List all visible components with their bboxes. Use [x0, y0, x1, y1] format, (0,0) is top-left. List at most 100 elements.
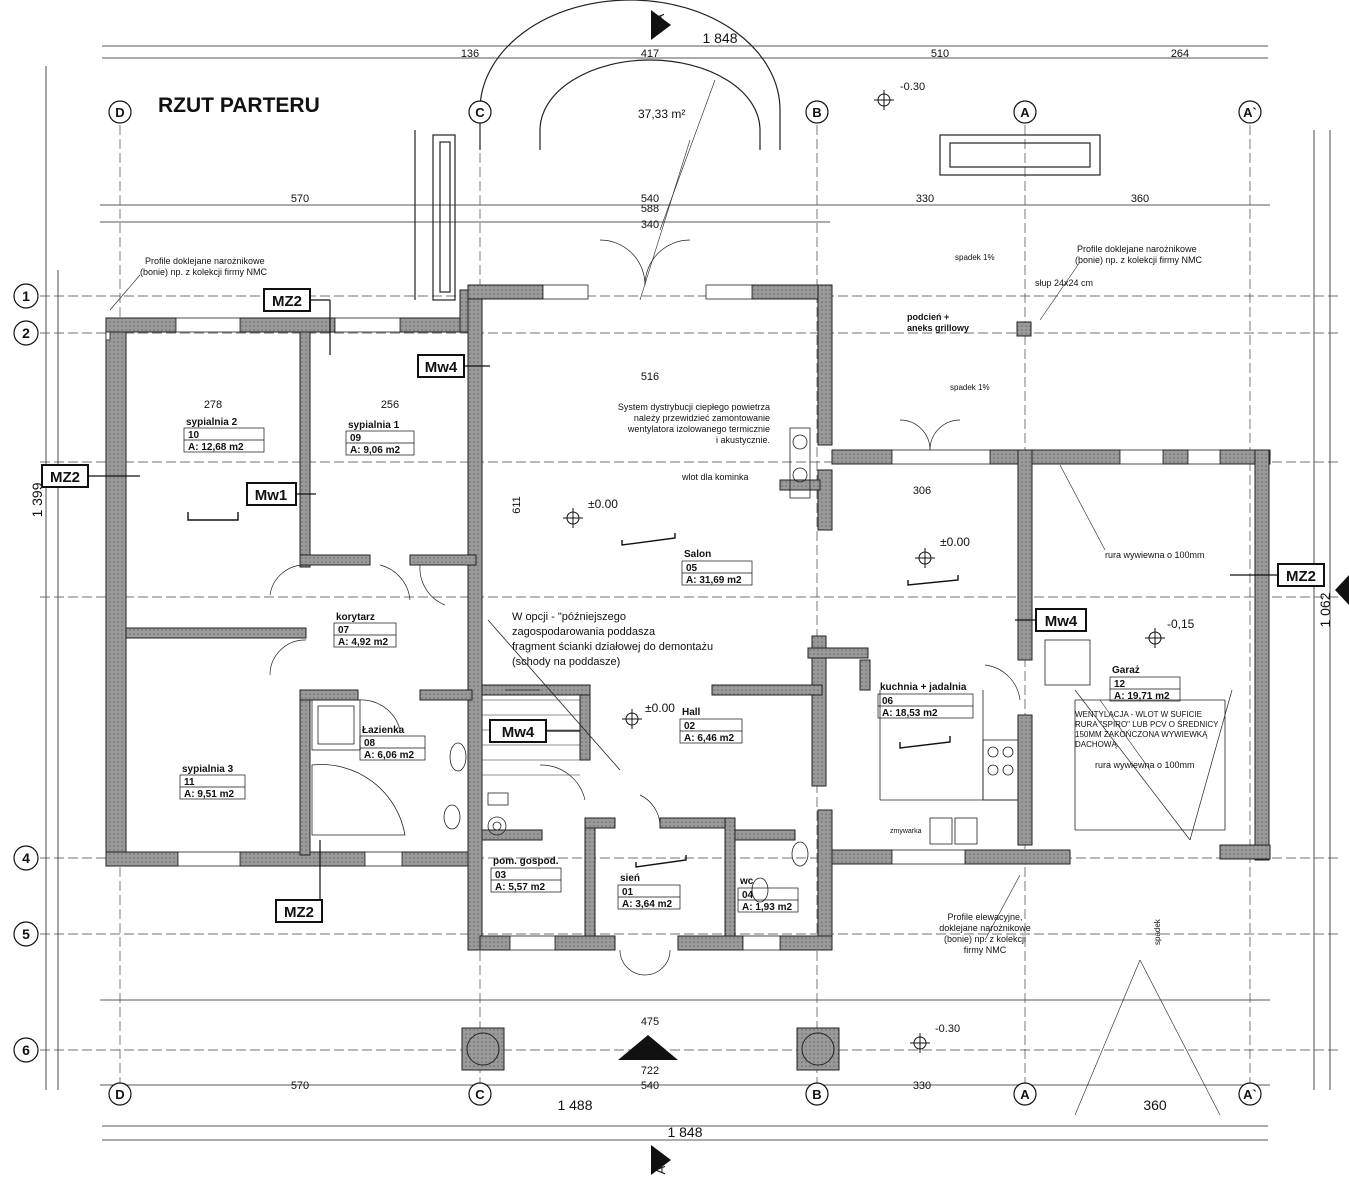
tag-mz2-bottom: MZ2: [284, 904, 314, 921]
room-area: A: 6,06 m2: [364, 750, 414, 761]
top-dim-1: 136: [461, 48, 479, 60]
terrace-arch: [414, 0, 1101, 301]
level-salon: ±0.00: [588, 497, 618, 511]
dim-570-bottom: 570: [291, 1080, 309, 1092]
note-system-3: wentylatora izolowanego termicznie: [627, 424, 770, 434]
room-name: korytarz: [336, 612, 375, 623]
tag-mw4-mid: Mw4: [502, 724, 535, 741]
overall-width-top: 1 848: [702, 30, 737, 46]
room-sypialnia-2: sypialnia 2 10 A: 12,68 m2: [183, 417, 265, 453]
note-rura-1: rura wywiewna o 100mm: [1105, 550, 1205, 560]
axis-label-2: 2: [22, 325, 30, 341]
axis-label-B: B: [812, 105, 821, 120]
note-profile-right-2: (bonie) np. z kolekcji firmy NMC: [1075, 255, 1203, 265]
note-rura-2: rura wywiewna o 100mm: [1095, 760, 1195, 770]
dim-570: 570: [291, 193, 309, 205]
dim-516: 516: [641, 371, 659, 383]
room-kuchnia: kuchnia + jadalnia 06 A: 18,53 m2: [877, 682, 974, 719]
leader-lines: [109, 79, 1221, 1116]
axis-label-A2: A`: [1243, 105, 1257, 120]
note-spadek-1: spadek 1%: [955, 253, 995, 262]
note-spadek-3: spadek: [1153, 918, 1162, 945]
room-number: 09: [350, 433, 362, 444]
axis-bubble-B: [805, 100, 829, 124]
tag-mz2-left: MZ2: [50, 469, 80, 486]
room-name: Salon: [684, 549, 711, 560]
dim-540-bottom: 540: [641, 1080, 659, 1092]
note-system-2: należy przewidzieć zamontowanie: [634, 413, 770, 423]
room-arrows: [187, 512, 959, 868]
top-dim-4: 264: [1171, 48, 1189, 60]
note-profile-right-1: Profile doklejane narożnikowe: [1077, 244, 1197, 254]
room-pom-gospod: pom. gospod. 03 A: 5,57 m2: [490, 856, 562, 893]
dim-611: 611: [511, 496, 523, 514]
room-salon: Salon 05 A: 31,69 m2: [681, 549, 753, 586]
room-area: A: 18,53 m2: [882, 708, 938, 719]
axis-label-6: 6: [22, 1042, 30, 1058]
room-number: 12: [1114, 679, 1126, 690]
note-elew-3: (bonie) np. z kolekcji: [944, 934, 1026, 944]
axis-bubble-A2: [1238, 100, 1262, 124]
overall-width-bottom: 1 848: [667, 1124, 702, 1140]
bottom-right-dim: 360: [1143, 1097, 1167, 1113]
axis-bubble-A: [1013, 100, 1037, 124]
section-arrow-bottom: [651, 1145, 671, 1175]
room-lazienka: Łazienka 08 A: 6,06 m2: [359, 725, 426, 761]
note-podcien-2: aneks grillowy: [907, 323, 969, 333]
room-number: 11: [184, 777, 195, 788]
page-title: RZUT PARTERU: [158, 94, 320, 117]
dim-278: 278: [204, 399, 222, 411]
room-name: wc: [739, 876, 754, 887]
dim-360: 360: [1131, 193, 1149, 205]
bottom-sub-dim: 1 488: [557, 1097, 592, 1113]
level-garage: -0,15: [1167, 617, 1195, 631]
overall-height-left: 1 399: [29, 482, 45, 517]
axis-bubbles-top: D C B A A`: [108, 100, 1262, 124]
axis-label-C: C: [475, 105, 485, 120]
room-sien: sień 01 A: 3,64 m2: [617, 873, 681, 910]
note-opcja-3: fragment ścianki działowej do demontażu: [512, 641, 713, 653]
note-spadek-2: spadek 1%: [950, 383, 990, 392]
top-dim-3: 510: [931, 48, 949, 60]
room-name: kuchnia + jadalnia: [880, 682, 967, 693]
section-label-top: A: [652, 13, 667, 22]
dimension-lines: [45, 45, 1331, 1141]
room-number: 05: [686, 563, 698, 574]
level-hall: ±0.00: [645, 701, 675, 715]
room-name: Hall: [682, 707, 701, 718]
note-profile-left-1: Profile doklejane narożnikowe: [145, 256, 265, 266]
dim-306: 306: [913, 485, 931, 497]
section-label-bottom: A: [653, 1165, 668, 1174]
room-number: 01: [622, 887, 634, 898]
room-name: Garaż: [1112, 665, 1140, 676]
room-number: 10: [188, 430, 200, 441]
axis-bubble-D: [108, 100, 132, 124]
axis-label-C-bottom: C: [475, 1087, 485, 1102]
room-area: A: 5,57 m2: [495, 882, 545, 893]
columns: [461, 321, 1032, 1071]
note-opcja-2: zagospodarowania poddasza: [512, 626, 656, 638]
note-went-1: WENTYLACJA - WLOT W SUFICIE: [1075, 710, 1202, 719]
note-elew-2: doklejane narożnikowe: [939, 923, 1031, 933]
dim-256: 256: [381, 399, 399, 411]
note-podcien-1: podcień +: [907, 312, 949, 322]
dim-340: 340: [641, 219, 659, 231]
room-korytarz: korytarz 07 A: 4,92 m2: [333, 612, 397, 648]
room-number: 08: [364, 738, 376, 749]
room-wc: wc 04 A: 1,93 m2: [737, 876, 799, 913]
overall-height-right: 1 062: [1317, 592, 1333, 627]
axis-bubble-C: [468, 100, 492, 124]
tag-mw4-right: Mw4: [1045, 613, 1078, 630]
axis-label-A-bottom: A: [1020, 1087, 1030, 1102]
room-name: sypialnia 1: [348, 420, 400, 431]
terrace-area: 37,33 m²: [638, 107, 685, 121]
room-area: A: 9,51 m2: [184, 789, 234, 800]
room-area: A: 9,06 m2: [350, 445, 400, 456]
room-sypialnia-1: sypialnia 1 09 A: 9,06 m2: [345, 420, 415, 456]
room-name: sień: [620, 873, 640, 884]
door-swings: [269, 239, 1233, 976]
room-name: pom. gospod.: [493, 856, 559, 867]
note-wlot: wlot dla kominka: [681, 472, 749, 482]
notes: Profile doklejane narożnikowe (bonie) np…: [140, 244, 1219, 955]
